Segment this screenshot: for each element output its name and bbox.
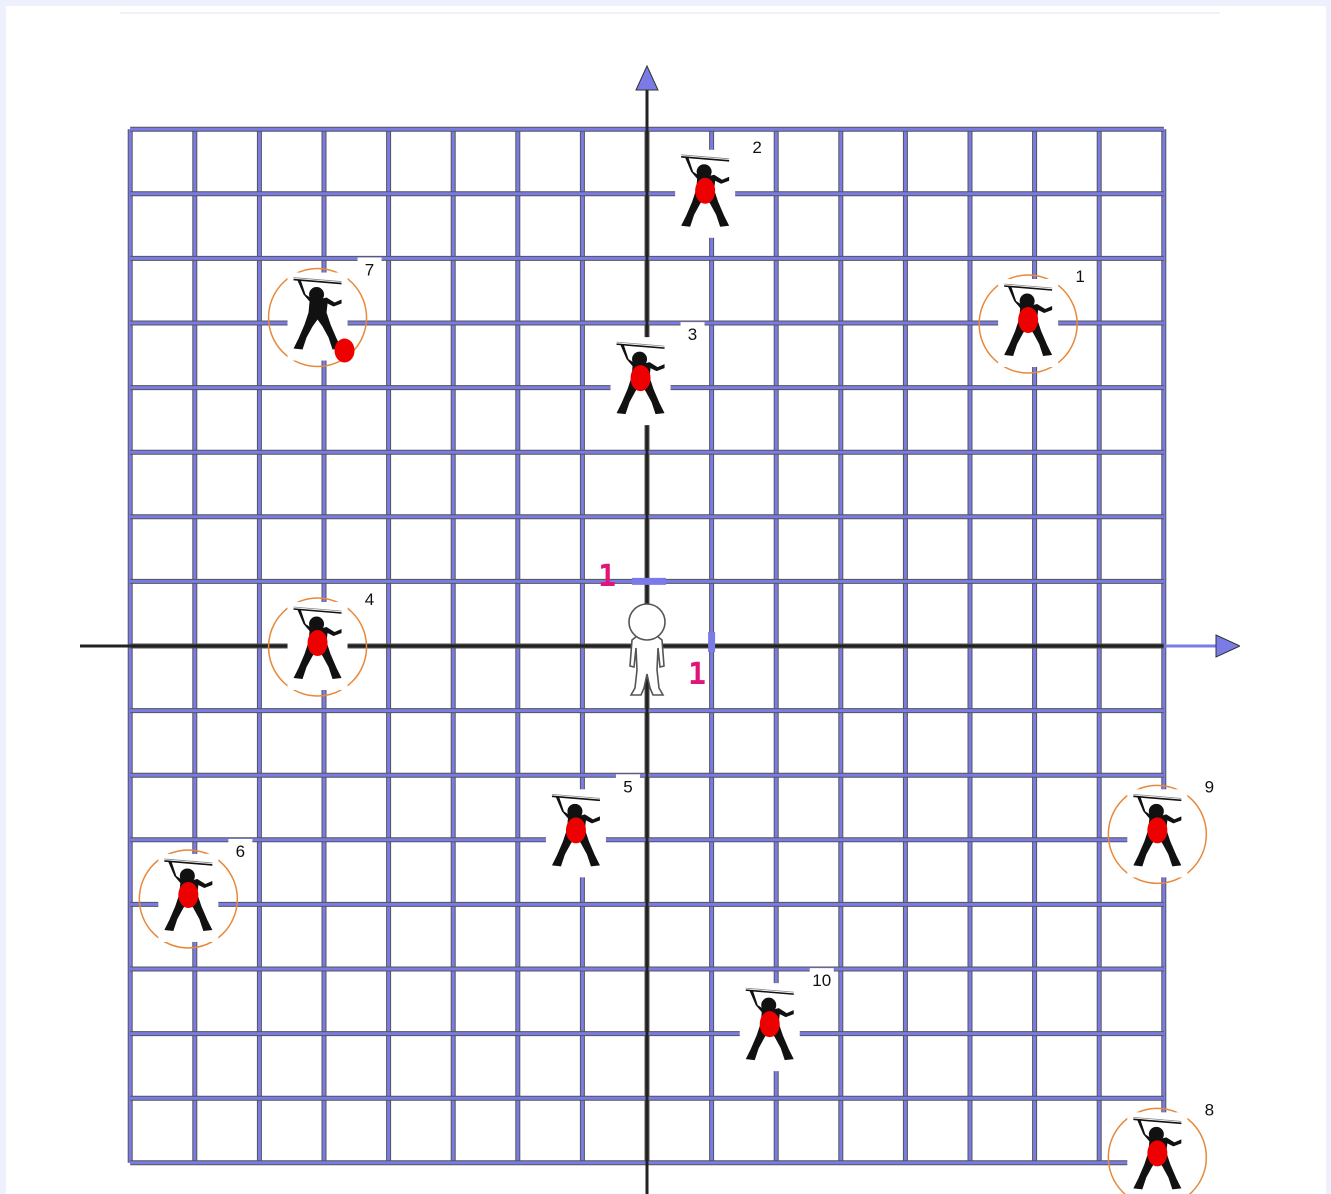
y-axis-arrow-icon bbox=[636, 66, 658, 90]
ninja-number: 8 bbox=[1205, 1100, 1214, 1119]
ninja-number: 1 bbox=[1075, 267, 1084, 286]
hit-dot bbox=[566, 817, 586, 843]
ninja-number: 9 bbox=[1205, 777, 1214, 796]
x-axis-arrow-icon bbox=[1216, 635, 1240, 657]
ninja-target[interactable]: 10 bbox=[740, 968, 834, 1071]
hit-dot bbox=[308, 630, 328, 656]
axes: 11 bbox=[80, 66, 1240, 1194]
ninja-number: 2 bbox=[752, 138, 761, 157]
ninja-target[interactable]: 9 bbox=[1108, 774, 1221, 883]
ninja-number: 3 bbox=[688, 325, 697, 344]
hit-dot bbox=[760, 1011, 780, 1037]
ninja-target[interactable]: 6 bbox=[139, 839, 252, 948]
ninja-number: 5 bbox=[623, 777, 632, 796]
axis-cap-top bbox=[562, 35, 630, 103]
ninja-number: 10 bbox=[812, 971, 831, 990]
x-unit-label: 1 bbox=[688, 657, 706, 692]
ninja-target[interactable]: 3 bbox=[611, 322, 705, 425]
ninja-target[interactable]: 5 bbox=[546, 774, 640, 877]
ninja-target[interactable]: 1 bbox=[979, 264, 1092, 373]
hit-dot bbox=[335, 339, 355, 363]
ninja-target[interactable]: 4 bbox=[269, 587, 382, 696]
ninja-target[interactable]: 2 bbox=[675, 135, 769, 238]
axis-cap-right bbox=[1238, 601, 1306, 669]
ninja-number: 4 bbox=[365, 590, 374, 609]
hit-dot bbox=[178, 882, 198, 908]
hit-dot bbox=[1018, 307, 1038, 333]
hit-dot bbox=[631, 365, 651, 391]
ninja-number: 7 bbox=[365, 261, 374, 280]
hit-dot bbox=[1147, 1140, 1167, 1166]
ninja-number: 6 bbox=[236, 842, 245, 861]
ninja-target[interactable]: 7 bbox=[269, 258, 382, 367]
hit-dot bbox=[1147, 817, 1167, 843]
y-unit-label: 1 bbox=[598, 559, 616, 594]
hit-dot bbox=[695, 178, 715, 204]
